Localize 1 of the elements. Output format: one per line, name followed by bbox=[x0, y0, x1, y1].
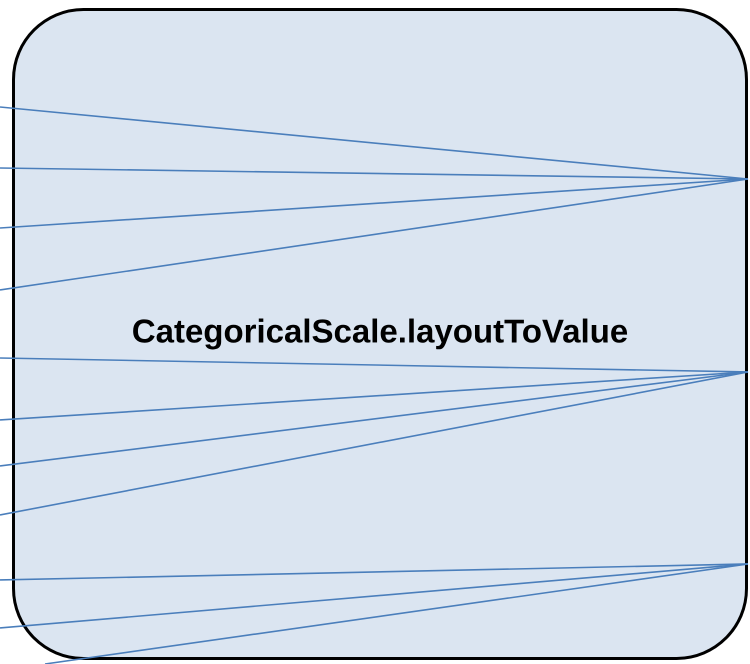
rounded-box: CategoricalScale.layoutToValue bbox=[12, 8, 748, 660]
